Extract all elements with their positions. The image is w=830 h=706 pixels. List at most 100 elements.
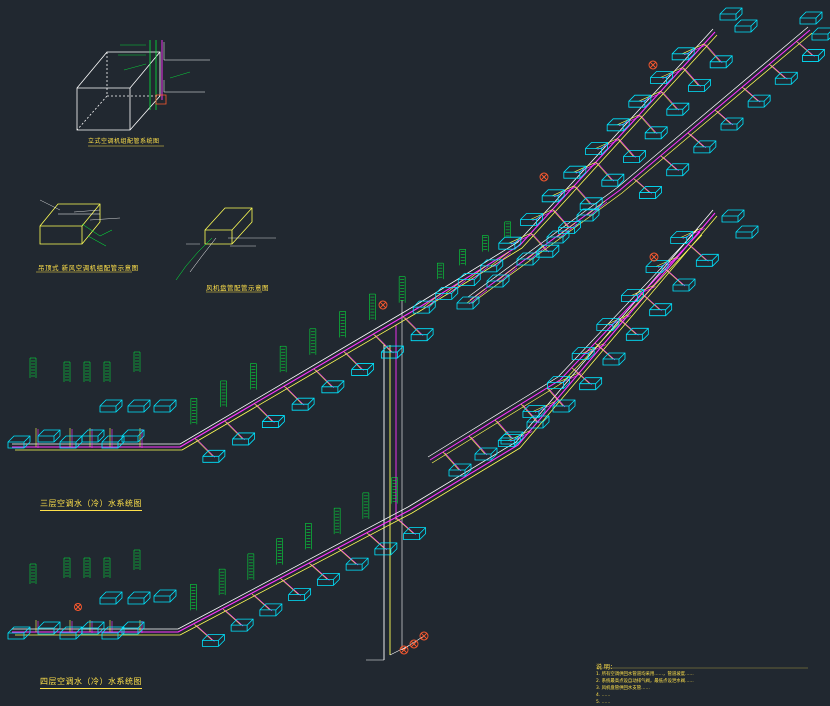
fan-coil-unit-icon: [81, 621, 105, 635]
unit-tag-mark: [29, 563, 37, 584]
unit-tag-mark: [103, 361, 111, 382]
fan-coil-unit-icon: [457, 273, 481, 287]
branch-pipe: [617, 138, 634, 157]
branch-pipe: [397, 518, 416, 535]
branch-pipe: [520, 403, 538, 423]
fan-coil-unit-icon: [7, 435, 31, 449]
branch-pipe: [283, 385, 303, 405]
fan-coil-unit-icon: [735, 225, 759, 239]
unit-tag-mark: [339, 311, 346, 338]
branch-pipe: [640, 115, 658, 135]
unit-tag-mark: [247, 553, 255, 580]
unit-tag-mark: [362, 492, 370, 519]
branch-pipe: [597, 139, 620, 150]
fan-coil-unit-icon: [695, 253, 719, 267]
fan-coil-unit-icon: [321, 380, 345, 394]
fan-coil-unit-icon: [526, 415, 550, 429]
detail-ceiling-title: 吊顶式 新风空调机组配管示意图: [38, 264, 139, 272]
note-item: 4. ……: [596, 693, 611, 698]
branch-pipe: [534, 402, 558, 413]
branch-pipe: [256, 404, 275, 423]
branch-pipe: [769, 64, 786, 79]
branch-pipe: [643, 294, 662, 311]
detail-vertical-ahu: [76, 40, 210, 131]
fan-coil-unit-icon: [153, 589, 177, 603]
fan-coil-unit-icon: [316, 572, 340, 586]
branch-pipe: [222, 608, 242, 626]
branch-pipe: [716, 110, 734, 126]
unit-tag-mark: [63, 557, 71, 578]
fan-coil-unit-icon: [666, 102, 690, 116]
unit-tag-mark: [83, 361, 91, 382]
branch-pipe: [554, 186, 577, 198]
fan-coil-unit-icon: [412, 300, 436, 314]
note-item: 1. 所有空调供回水管道均采用……，管道坡度……: [596, 672, 694, 677]
unit-tag-mark: [190, 584, 197, 611]
branch-pipe: [285, 386, 305, 406]
fan-coil-unit-icon: [403, 527, 427, 541]
branch-pipe: [714, 109, 732, 125]
fan-coil-unit-icon: [261, 415, 285, 428]
fan-coil-unit-icon: [374, 542, 398, 556]
fan-coil-unit-icon: [153, 399, 177, 413]
branch-pipe: [466, 288, 486, 304]
main-pipes: [12, 26, 813, 636]
note-item: 3. 风机盘管供回水支管……: [596, 686, 650, 691]
branch-pipe: [688, 244, 707, 261]
branch-pipe: [796, 41, 813, 56]
fan-coil-unit-icon: [623, 150, 646, 163]
branch-pipe: [662, 156, 679, 171]
branch-pipe: [690, 245, 709, 262]
fan-coil-unit-icon: [127, 399, 151, 413]
branch-pipe: [633, 178, 650, 193]
branch-pipe: [743, 87, 761, 103]
branch-pipe: [253, 594, 273, 612]
branch-pipe: [682, 67, 699, 86]
fan-coil-unit-icon: [37, 429, 61, 443]
branch-pipe: [664, 268, 684, 286]
fan-coil-unit-icon: [121, 429, 145, 443]
branch-pipe: [337, 547, 357, 565]
branch-pipe: [444, 452, 462, 472]
branch-pipe: [620, 319, 639, 336]
branch-pipe: [224, 420, 243, 440]
fan-coil-unit-icon: [486, 274, 510, 288]
branch-pipe: [660, 90, 678, 110]
unit-labels: [29, 221, 511, 611]
note-item: 5. ……: [596, 700, 611, 705]
unit-tag-mark: [459, 249, 466, 266]
branch-pipe: [226, 421, 245, 441]
branch-pipe: [375, 334, 394, 354]
valve-icon: [649, 252, 659, 262]
branch-pipe: [684, 44, 707, 56]
fan-coil-unit-icon: [448, 463, 472, 477]
branch-pipe: [638, 114, 656, 134]
unit-tag-mark: [250, 363, 257, 390]
fan-coil-unit-icon: [480, 259, 504, 273]
fan-coil-unit-icon: [602, 352, 626, 366]
fan-coil-unit-icon: [649, 303, 673, 317]
fan-coil-unit-icon: [709, 55, 733, 69]
valve-icon: [409, 639, 419, 649]
branch-pipe: [522, 404, 540, 424]
branch-pipe: [468, 265, 487, 280]
fan-coil-unit-icon: [520, 213, 543, 226]
fan-coil-unit-icon: [811, 27, 830, 41]
branch-pipe: [703, 43, 721, 63]
branch-pipe: [662, 68, 685, 79]
branch-pipe: [494, 419, 512, 439]
unit-tag-mark: [391, 477, 398, 504]
branch-pipe: [573, 368, 592, 385]
valves: [74, 60, 659, 655]
branch-pipe: [597, 162, 615, 182]
branch-pipe: [575, 186, 593, 206]
fan-coil-unit-icon: [802, 49, 825, 62]
fan-coil-unit-icon: [351, 363, 375, 376]
branch-pipe: [595, 161, 613, 181]
valve-icon: [74, 603, 82, 611]
fan-coil-unit-icon: [37, 621, 61, 635]
branch-pipe: [633, 286, 656, 297]
branch-pipe: [496, 420, 514, 440]
fan-coil-unit-icon: [435, 286, 459, 300]
